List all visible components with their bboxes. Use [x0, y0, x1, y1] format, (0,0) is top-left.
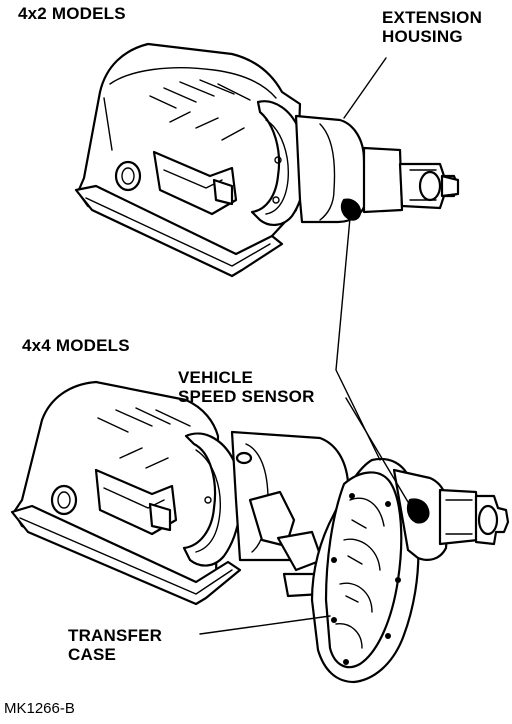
- transmission-4x2-illustration: [74, 42, 460, 278]
- figure-id: MK1266-B: [4, 700, 75, 717]
- extension-housing-label-line2: HOUSING: [382, 27, 463, 46]
- section-label-4x4: 4x4 MODELS: [22, 336, 130, 355]
- vss-label-line2: SPEED SENSOR: [178, 387, 315, 406]
- section-label-4x2: 4x2 MODELS: [18, 4, 126, 23]
- section-label-4x4-text: 4x4 MODELS: [22, 336, 130, 355]
- transmission-4x4-illustration: [10, 380, 510, 684]
- transfer-case-label-line2: CASE: [68, 645, 117, 664]
- vehicle-speed-sensor-label: VEHICLE SPEED SENSOR: [178, 368, 315, 406]
- transfer-case-label: TRANSFER CASE: [68, 626, 162, 664]
- section-label-4x2-text: 4x2 MODELS: [18, 4, 126, 23]
- leader-lines: [199, 57, 409, 635]
- transfer-case-label-line1: TRANSFER: [68, 626, 163, 645]
- extension-housing-label: EXTENSION HOUSING: [382, 8, 482, 46]
- vss-label-line1: VEHICLE: [178, 368, 254, 387]
- extension-housing-label-line1: EXTENSION: [382, 8, 483, 27]
